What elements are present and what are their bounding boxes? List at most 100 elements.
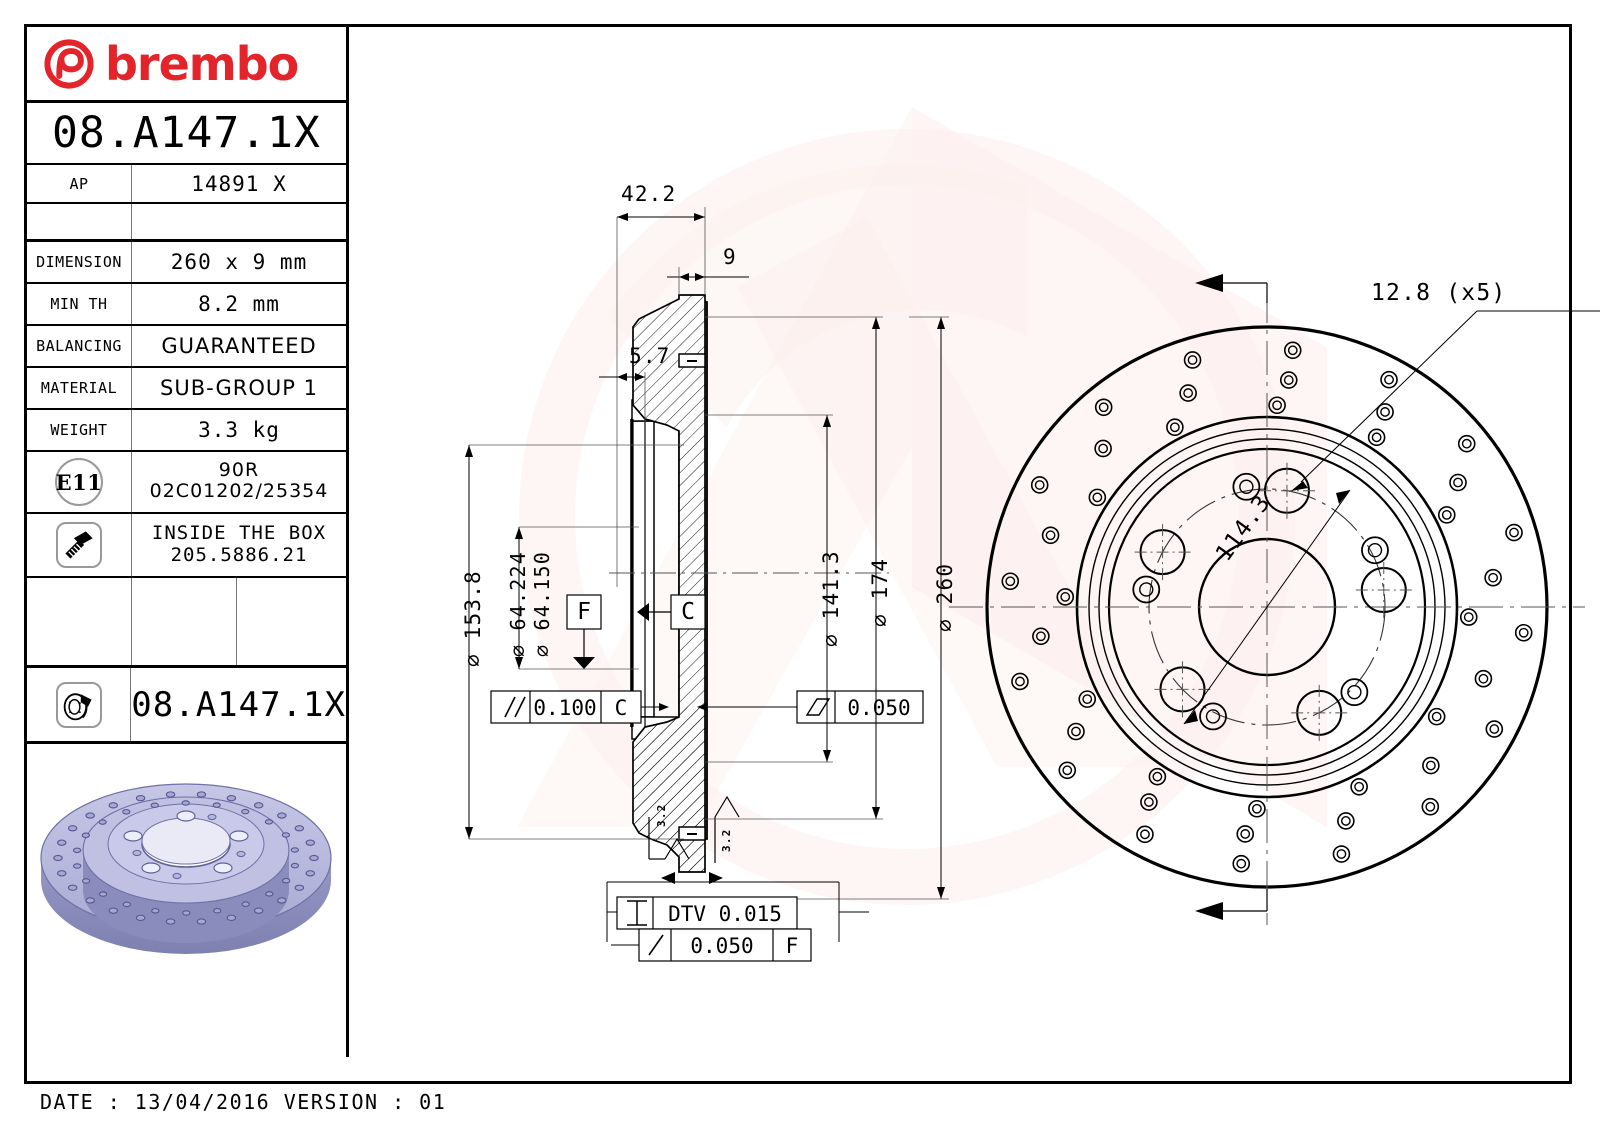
drilled-hole-inner: [1098, 443, 1109, 454]
photo-drilled-hole: [98, 819, 107, 825]
ap-value: 14891 X: [191, 171, 287, 196]
drilled-hole: [1485, 720, 1504, 738]
row-balancing: BALANCING GUARANTEED: [27, 326, 346, 368]
photo-drilled-hole: [73, 863, 82, 869]
drilled-hole-inner: [1152, 771, 1163, 782]
drilled-hole: [1459, 608, 1478, 626]
weight-label: WEIGHT: [27, 410, 132, 450]
drilled-hole: [1183, 351, 1202, 369]
drilled-hole: [1148, 767, 1167, 786]
photo-drilled-hole: [294, 825, 305, 832]
drilled-hole: [1268, 396, 1286, 415]
photo-drilled-hole: [282, 877, 291, 884]
drilled-hole: [1514, 623, 1533, 642]
photo-drilled-hole: [81, 832, 90, 839]
drilled-hole-inner: [1062, 765, 1073, 776]
surface-finish-value-1: 3.2: [655, 803, 668, 827]
balancing-value: GUARANTEED: [161, 334, 317, 358]
drilled-hole-inner: [1461, 438, 1472, 449]
drilled-hole: [1505, 523, 1523, 542]
drilled-hole: [1422, 756, 1440, 775]
drilled-hole: [1437, 506, 1456, 524]
drawing-sheet: brembo 08.A147.1X AP 14891 X DIMENSION 2…: [24, 24, 1600, 1084]
footer-text: DATE : 13/04/2016 VERSION : 01: [40, 1090, 447, 1114]
photo-drilled-hole: [305, 839, 316, 846]
drilled-hole-inner: [1509, 527, 1519, 538]
drilled-hole-inner: [1488, 572, 1499, 583]
drilled-hole-inner: [1287, 345, 1298, 356]
drilled-hole: [1001, 572, 1020, 591]
dim-64-224: ⌀ 64.224: [506, 551, 530, 657]
drilled-hole: [1474, 669, 1493, 688]
drilled-hole-inner: [1384, 374, 1394, 385]
brand-wordmark: brembo: [105, 36, 299, 91]
drilled-hole: [1058, 761, 1077, 780]
leader-1228: [1291, 310, 1600, 491]
material-label: MATERIAL: [27, 368, 132, 408]
drilled-hole: [1067, 722, 1085, 741]
photo-drilled-hole: [98, 891, 108, 897]
drilled-hole: [1166, 418, 1184, 437]
drilled-hole-inner: [1015, 676, 1025, 687]
datum-c-label: C: [681, 599, 695, 625]
drilled-hole: [1094, 398, 1113, 417]
row-dimension: DIMENSION 260 x 9 mm: [27, 242, 346, 284]
drilled-hole: [1350, 777, 1368, 796]
drilled-hole: [1032, 627, 1050, 646]
surface-finish-left: [648, 817, 690, 860]
photo-drilled-hole: [56, 839, 67, 846]
photo-drilled-hole: [150, 802, 159, 809]
drilled-hole-inner: [1045, 530, 1056, 541]
disc-icon-cell: [27, 668, 132, 741]
drilled-hole-inner: [1336, 849, 1347, 859]
photo-drilled-hole: [241, 808, 250, 815]
drilled-hole-inner: [1240, 829, 1251, 839]
face-view: [949, 274, 1600, 925]
drilled-hole: [1367, 428, 1386, 447]
dim-64-150: ⌀ 64.150: [530, 551, 554, 657]
drilled-hole: [1380, 370, 1398, 389]
photo-drilled-hole: [182, 910, 191, 916]
photo-drilled-hole: [277, 812, 287, 819]
photo-drilled-hole: [253, 802, 264, 809]
photo-drilled-hole: [122, 901, 131, 908]
drilled-hole: [1337, 812, 1355, 830]
drilled-hole: [1236, 825, 1255, 843]
screw-icon: [56, 522, 102, 568]
drilled-hole-inner: [1169, 422, 1180, 433]
photo-drilled-hole: [264, 819, 274, 825]
disc-code-value: 08.A147.1X: [131, 684, 346, 725]
drilled-hole: [1140, 793, 1158, 811]
row-empty-split: [27, 578, 346, 668]
photo-drilled-hole: [165, 791, 176, 798]
ap-label: AP: [27, 165, 132, 202]
photo-drilled-hole: [253, 907, 264, 914]
photo-drilled-hole: [135, 914, 146, 921]
drilled-hole-inner: [1380, 407, 1390, 417]
blank-label: [27, 204, 132, 239]
dim-5-7: 5.7: [629, 344, 671, 368]
dim-42-2: 42.2: [621, 182, 677, 206]
svg-text:0.050: 0.050: [847, 696, 910, 720]
screw-cell: [27, 514, 132, 576]
drilled-hole: [1427, 707, 1446, 726]
screw-value: INSIDE THE BOX 205.5886.21: [132, 514, 346, 576]
drilled-hole-inner: [1098, 402, 1109, 413]
photo-drilled-hole: [213, 907, 222, 914]
drilled-hole-inner: [1340, 816, 1351, 826]
row-disc-code: 08.A147.1X: [27, 668, 346, 744]
drilled-hole: [1056, 588, 1075, 606]
surface-finish-value-2: 3.2: [720, 828, 733, 852]
svg-text:0.050: 0.050: [690, 934, 753, 958]
photo-drilled-hole: [226, 795, 237, 802]
svg-text:0.100: 0.100: [533, 696, 596, 720]
photo-drilled-hole: [294, 884, 305, 891]
drilled-hole-inner: [1371, 432, 1382, 443]
dim-153-8: ⌀ 153.8: [461, 570, 485, 667]
drilled-hole-inner: [1236, 858, 1247, 869]
photo-drilled-hole: [122, 809, 131, 815]
drilled-hole-inner: [1518, 627, 1529, 638]
bolt-circle-dim: [1183, 489, 1351, 725]
photo-drilled-hole: [151, 908, 160, 914]
drilled-hole: [1248, 799, 1266, 818]
